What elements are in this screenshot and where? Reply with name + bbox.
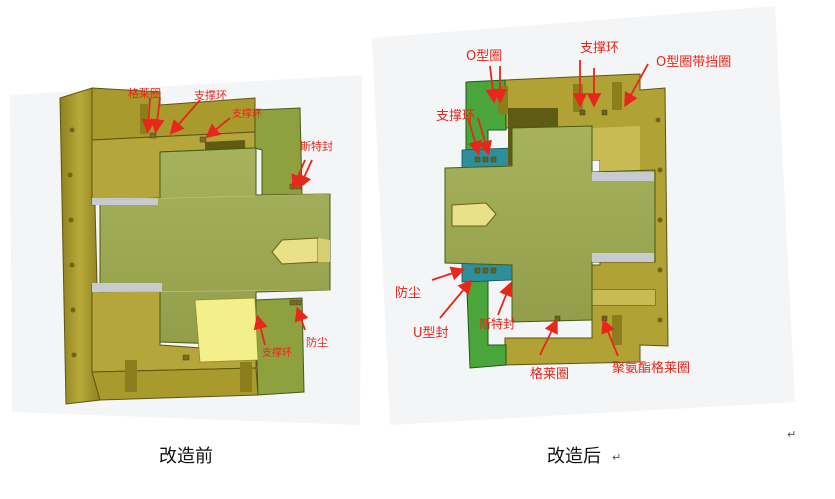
before-label-support-ring: 支撑环 — [194, 88, 227, 102]
after-arrows — [431, 60, 649, 357]
before-label-step-seal: 斯特封 — [300, 139, 333, 153]
after-label-u-seal: U型封 — [413, 326, 449, 341]
after-label-grid-ring: 格莱圈 — [530, 366, 569, 382]
after-label-o-ring-retainer: O型圈带挡圈 — [656, 55, 731, 70]
after-label-support-ring-left: 支撑环 — [436, 109, 475, 124]
after-label-o-ring: O型圈 — [466, 49, 502, 64]
before-arrows — [141, 97, 313, 346]
paragraph-mark: ↵ — [612, 451, 622, 464]
before-label-support-ring-lower: 支撑环 — [262, 346, 292, 359]
after-label-support-ring-top: 支撑环 — [580, 41, 619, 56]
after-label-step-seal: 斯特封 — [479, 316, 515, 331]
before-label-grid-ring: 格莱圈 — [128, 86, 161, 100]
after-label-pu-grid-ring: 聚氨酯格莱圈 — [612, 360, 690, 376]
before-label-dust: 防尘 — [306, 335, 328, 349]
paragraph-mark: ↵ — [787, 428, 797, 441]
before-label-support-ring-2: 支撑环 — [232, 107, 262, 120]
before-drawing: 格莱圈 支撑环 支撑环 斯特封 支撑环 防尘 — [10, 75, 362, 425]
after-drawing: O型圈 支撑环 O型圈带挡圈 支撑环 防尘 U型封 斯特封 格莱圈 聚氨酯格莱圈 — [372, 6, 795, 425]
caption-before: 改造前 — [159, 446, 213, 467]
caption-after: 改造后 — [547, 446, 601, 467]
after-label-dust: 防尘 — [395, 285, 421, 301]
